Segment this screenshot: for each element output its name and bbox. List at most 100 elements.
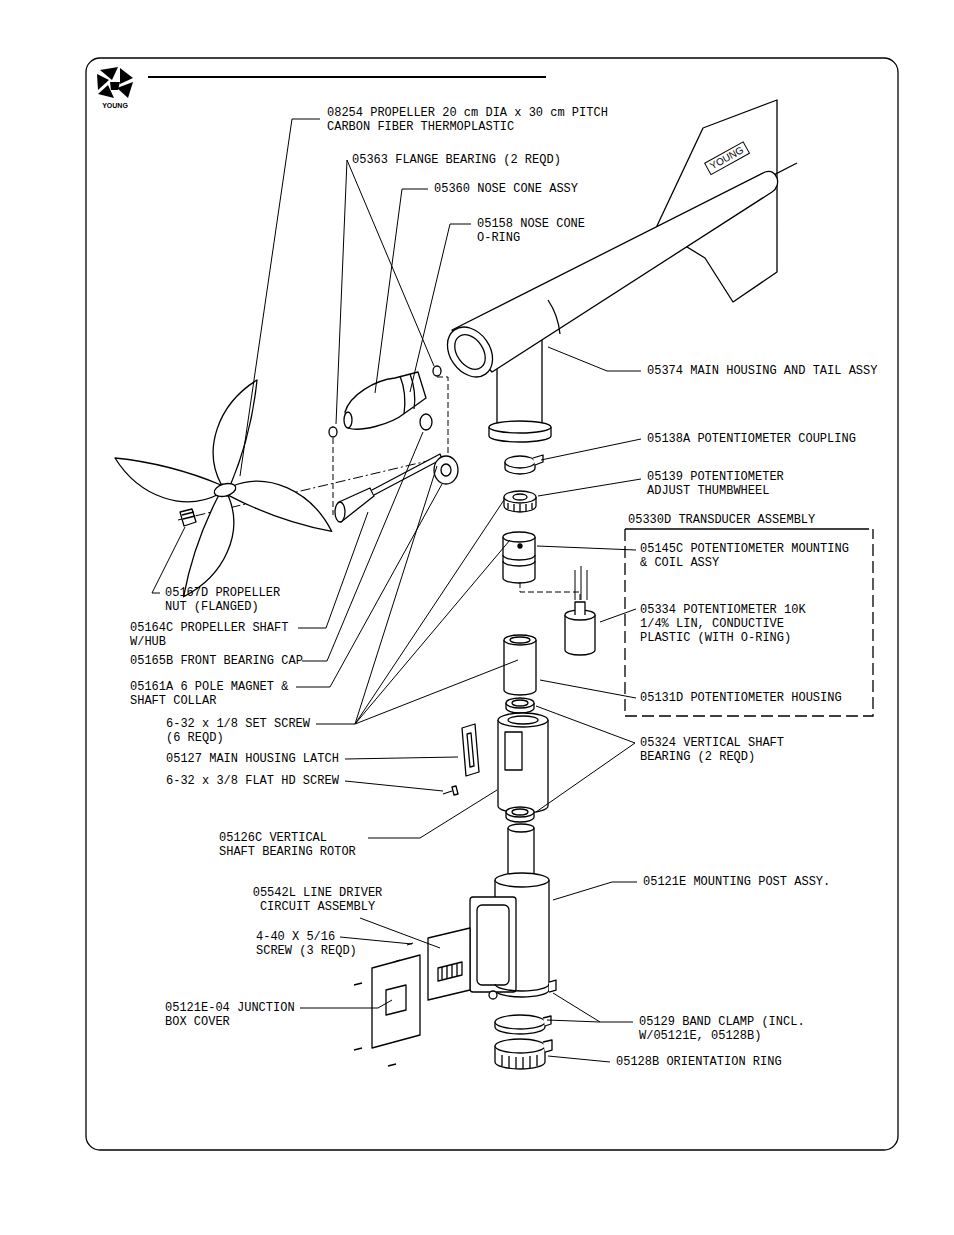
logo-mark bbox=[97, 74, 109, 90]
logo-mark bbox=[120, 68, 133, 84]
transducer-stack bbox=[503, 532, 535, 542]
transducer-stack bbox=[543, 1016, 551, 1026]
transducer-stack bbox=[503, 537, 535, 583]
transducer-stack bbox=[513, 494, 527, 500]
transducer-stack bbox=[508, 716, 538, 724]
propeller-shaft bbox=[372, 454, 442, 495]
part-label: 05128B ORIENTATION RING bbox=[616, 1055, 836, 1069]
transducer-stack bbox=[506, 807, 534, 817]
leader-lines bbox=[375, 189, 428, 393]
transducer-stack bbox=[504, 640, 536, 695]
transducer-stack bbox=[467, 733, 474, 767]
leader-lines bbox=[152, 119, 641, 1062]
propeller-shaft bbox=[335, 454, 442, 522]
leader-lines bbox=[540, 680, 636, 698]
transducer-stack bbox=[462, 724, 479, 776]
nose-cone bbox=[420, 414, 432, 430]
leader-lines bbox=[547, 993, 633, 1022]
transducer-stack bbox=[372, 955, 420, 1048]
logo-mark bbox=[97, 67, 133, 98]
leader-lines bbox=[537, 546, 636, 550]
nose-cone bbox=[329, 366, 458, 515]
transducer-stack bbox=[442, 964, 457, 979]
logo-mark bbox=[117, 82, 133, 98]
group-heading: 05330D TRANSDUCER ASSEMBLY bbox=[628, 513, 828, 527]
leader-lines bbox=[302, 432, 423, 661]
leader-lines bbox=[538, 479, 641, 496]
transducer-stack bbox=[508, 824, 534, 832]
part-label: 05138A POTENTIOMETER COUPLING bbox=[647, 432, 887, 446]
leader-lines bbox=[152, 527, 185, 593]
leader-lines bbox=[553, 882, 637, 900]
propeller bbox=[213, 481, 237, 498]
part-label: 05129 BAND CLAMP (INCL. W/05121E, 05128B… bbox=[639, 1015, 819, 1043]
transducer-stack bbox=[549, 980, 556, 992]
transducer-stack bbox=[502, 1055, 537, 1069]
logo-text: YOUNG bbox=[93, 102, 137, 110]
page-frame bbox=[86, 58, 898, 1150]
part-label: 05145C POTENTIOMETER MOUNTING & COIL ASS… bbox=[640, 542, 855, 570]
part-label: 05127 MAIN HOUSING LATCH bbox=[166, 752, 366, 766]
propeller bbox=[213, 380, 257, 486]
nose-cone bbox=[345, 372, 426, 429]
transducer-stack bbox=[428, 928, 470, 1000]
transducer-stack bbox=[505, 732, 522, 770]
part-label: 05334 POTENTIOMETER 10K 1/4% LIN, CONDUC… bbox=[640, 603, 812, 645]
transducer-stack bbox=[470, 897, 516, 992]
part-label: 05139 POTENTIOMETER ADJUST THUMBWHEEL bbox=[647, 470, 795, 498]
transducer-stack bbox=[510, 637, 530, 643]
propeller-shaft bbox=[335, 502, 345, 522]
part-label: 6-32 x 1/8 SET SCREW (6 REQD) bbox=[166, 717, 316, 745]
transducer-stack bbox=[386, 985, 406, 1015]
leader-lines bbox=[298, 512, 368, 628]
transducer-stack bbox=[506, 698, 534, 708]
leader-lines bbox=[345, 757, 458, 759]
transducer-stack bbox=[508, 828, 534, 880]
leader-lines bbox=[296, 484, 442, 687]
transducer-stack bbox=[565, 615, 595, 655]
exploded-view bbox=[86, 58, 898, 1150]
part-label: 05126C VERTICAL SHAFT BEARING ROTOR bbox=[219, 831, 369, 859]
transducer-stack bbox=[575, 602, 585, 615]
part-label: 05167D PROPELLER NUT (FLANGED) bbox=[165, 586, 290, 614]
transducer-stack bbox=[438, 962, 462, 981]
leader-lines bbox=[541, 439, 641, 460]
transducer-stack bbox=[512, 700, 528, 706]
transducer-stack bbox=[495, 1015, 545, 1029]
transducer-stack bbox=[520, 582, 580, 600]
main-housing bbox=[489, 421, 551, 433]
part-label: 05324 VERTICAL SHAFT BEARING (2 REQD) bbox=[640, 736, 790, 764]
transducer-stack bbox=[495, 984, 549, 991]
main-housing bbox=[548, 300, 560, 334]
transducer-stack bbox=[477, 905, 509, 985]
nose-cone bbox=[329, 427, 337, 437]
propeller bbox=[226, 479, 335, 532]
propeller bbox=[182, 512, 195, 519]
nose-cone bbox=[441, 464, 451, 476]
heading-rule bbox=[625, 528, 869, 529]
transducer-stack bbox=[512, 809, 528, 815]
nose-cone bbox=[333, 377, 448, 515]
part-label: 05131D POTENTIOMETER HOUSING bbox=[640, 691, 855, 705]
part-label: 05542L LINE DRIVER CIRCUIT ASSEMBLY bbox=[250, 886, 385, 914]
transducer-stack bbox=[518, 544, 522, 548]
part-label: 05374 MAIN HOUSING AND TAIL ASSY bbox=[647, 364, 897, 378]
main-housing bbox=[438, 318, 502, 385]
transducer-stack bbox=[508, 503, 532, 512]
part-label: 6-32 x 3/8 FLAT HD SCREW bbox=[166, 774, 366, 788]
propeller bbox=[180, 509, 196, 526]
title-rule bbox=[148, 76, 546, 78]
part-label: 05164C PROPELLER SHAFT W/HUB bbox=[130, 621, 298, 649]
leader-lines bbox=[340, 937, 412, 944]
part-label: 05165B FRONT BEARING CAP bbox=[130, 654, 330, 668]
nose-cone bbox=[433, 366, 441, 376]
leader-lines bbox=[360, 918, 440, 948]
leader-lines bbox=[300, 1000, 392, 1008]
leader-lines bbox=[240, 119, 320, 476]
dashed-outline bbox=[625, 529, 873, 716]
nose-cone bbox=[400, 376, 405, 414]
propeller bbox=[184, 491, 237, 600]
transducer-stack bbox=[495, 1039, 545, 1053]
transducer-stack bbox=[443, 786, 458, 795]
